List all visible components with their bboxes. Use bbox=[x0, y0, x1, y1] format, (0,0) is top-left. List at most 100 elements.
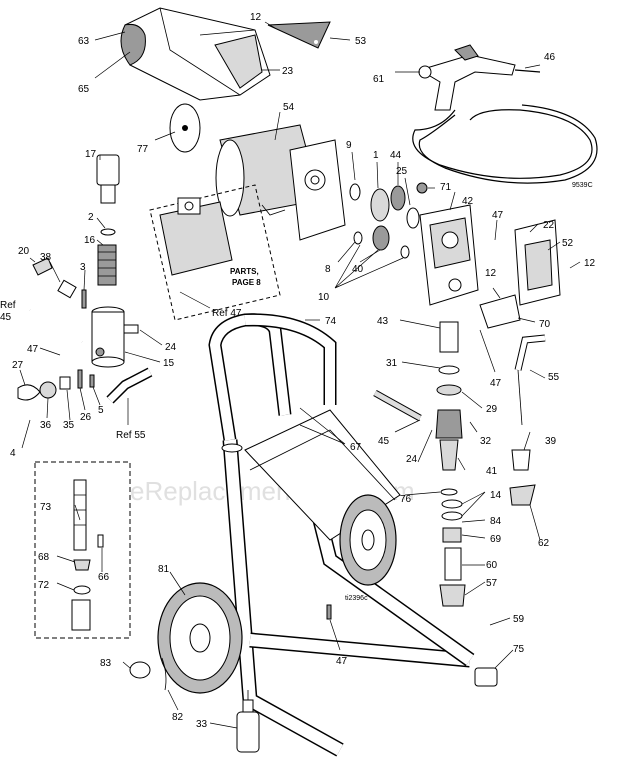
part-label: 22 bbox=[543, 220, 555, 231]
part-label: 5 bbox=[98, 405, 104, 416]
part-label: Ref 47 bbox=[212, 308, 242, 319]
part-label: 82 bbox=[172, 712, 184, 723]
part-label: 67 bbox=[350, 442, 362, 453]
part-label: 55 bbox=[548, 372, 560, 383]
part-label: 14 bbox=[490, 490, 502, 501]
part-label: 52 bbox=[562, 238, 574, 249]
part-label: 2 bbox=[88, 212, 94, 223]
part-label: 45 bbox=[378, 436, 390, 447]
label-plate bbox=[267, 21, 331, 49]
part-label: 24 bbox=[406, 454, 418, 465]
part-label: 12 bbox=[584, 258, 596, 269]
wheel-left bbox=[157, 582, 243, 694]
part-label: 23 bbox=[282, 66, 294, 77]
part-label: 31 bbox=[386, 358, 398, 369]
part-label: 35 bbox=[63, 420, 75, 431]
part-label: 42 bbox=[462, 196, 474, 207]
ref-code-bottom: ti2396c bbox=[345, 595, 368, 602]
part-label: 9 bbox=[346, 140, 352, 151]
part-label: 40 bbox=[352, 264, 364, 275]
front-cover bbox=[514, 219, 561, 306]
part-label: 63 bbox=[78, 36, 90, 47]
leader-lines bbox=[19, 21, 581, 729]
part-label: 47 bbox=[490, 378, 502, 389]
part-label: 73 bbox=[40, 502, 52, 513]
inlet-fitting-stack bbox=[96, 154, 120, 286]
end-cap bbox=[474, 667, 498, 687]
part-label: 46 bbox=[544, 52, 556, 63]
part-label: 84 bbox=[490, 516, 502, 527]
valve-parts bbox=[17, 369, 95, 401]
part-label: 12 bbox=[250, 12, 262, 23]
part-label: 76 bbox=[400, 494, 412, 505]
part-label: 41 bbox=[486, 466, 498, 477]
part-label: 25 bbox=[396, 166, 408, 177]
part-label: 26 bbox=[80, 412, 92, 423]
cap-83 bbox=[129, 661, 151, 679]
part-label: 69 bbox=[490, 534, 502, 545]
part-label: 32 bbox=[480, 436, 492, 447]
part-label: 4 bbox=[10, 448, 16, 459]
part-label: 8 bbox=[325, 264, 331, 275]
gear-train bbox=[349, 182, 428, 259]
part-label: 72 bbox=[38, 580, 50, 591]
motor bbox=[215, 124, 346, 241]
part-label: 61 bbox=[373, 74, 385, 85]
ref-code-top: 9539C bbox=[572, 182, 593, 189]
part-label: 45 bbox=[0, 312, 12, 323]
part-label: 71 bbox=[440, 182, 452, 193]
part-label: 3 bbox=[80, 262, 86, 273]
part-label: 38 bbox=[40, 252, 52, 263]
part-label: 75 bbox=[513, 644, 525, 655]
part-label: 83 bbox=[100, 658, 112, 669]
part-label: 66 bbox=[98, 572, 110, 583]
drive-housing bbox=[419, 204, 479, 306]
part-label: 24 bbox=[165, 342, 177, 353]
part-labels: 12 53 63 65 23 77 54 46 61 17 9 1 44 25 … bbox=[0, 12, 596, 730]
part-label: 59 bbox=[513, 614, 525, 625]
part-label: 44 bbox=[390, 150, 402, 161]
part-label: 74 bbox=[325, 316, 337, 327]
part-label: 47 bbox=[27, 344, 39, 355]
part-label: 57 bbox=[486, 578, 498, 589]
part-label: 27 bbox=[12, 360, 24, 371]
pump-lower-assembly bbox=[435, 321, 466, 607]
part-label: 77 bbox=[137, 144, 149, 155]
part-label: 81 bbox=[158, 564, 170, 575]
part-label: 68 bbox=[38, 552, 50, 563]
part-label: 54 bbox=[283, 102, 295, 113]
part-label: 43 bbox=[377, 316, 389, 327]
part-label: 47 bbox=[492, 210, 504, 221]
part-label: Ref bbox=[0, 300, 16, 311]
part-label: 1 bbox=[373, 150, 379, 161]
part-label: Ref 55 bbox=[116, 430, 146, 441]
suction-parts bbox=[32, 257, 87, 309]
spray-gun-and-hose bbox=[412, 44, 598, 184]
part-label: 65 bbox=[78, 84, 90, 95]
part-label: 15 bbox=[163, 358, 175, 369]
wheel-right bbox=[339, 494, 397, 586]
parts-box-line1: PARTS, bbox=[230, 267, 259, 276]
part-label: 29 bbox=[486, 404, 498, 415]
part-label: 12 bbox=[485, 268, 497, 279]
part-label: 39 bbox=[545, 436, 557, 447]
part-label: 60 bbox=[486, 560, 498, 571]
part-label: 47 bbox=[336, 656, 348, 667]
parts-box-line2: PAGE 8 bbox=[232, 278, 261, 287]
part-label: 36 bbox=[40, 420, 52, 431]
part-label: 33 bbox=[196, 719, 208, 730]
part-label: 20 bbox=[18, 246, 30, 257]
parts-box: PARTS, PAGE 8 bbox=[149, 184, 281, 321]
part-label: 70 bbox=[539, 319, 551, 330]
part-label: 17 bbox=[85, 149, 97, 160]
part-label: 10 bbox=[318, 292, 330, 303]
part-label: 16 bbox=[84, 235, 96, 246]
strainer bbox=[511, 449, 531, 471]
pump-guard bbox=[479, 294, 521, 329]
part-label: 62 bbox=[538, 538, 550, 549]
inset-box bbox=[34, 461, 131, 639]
part-label: 53 bbox=[355, 36, 367, 47]
clip bbox=[509, 484, 536, 506]
oil-bottle bbox=[236, 690, 260, 753]
